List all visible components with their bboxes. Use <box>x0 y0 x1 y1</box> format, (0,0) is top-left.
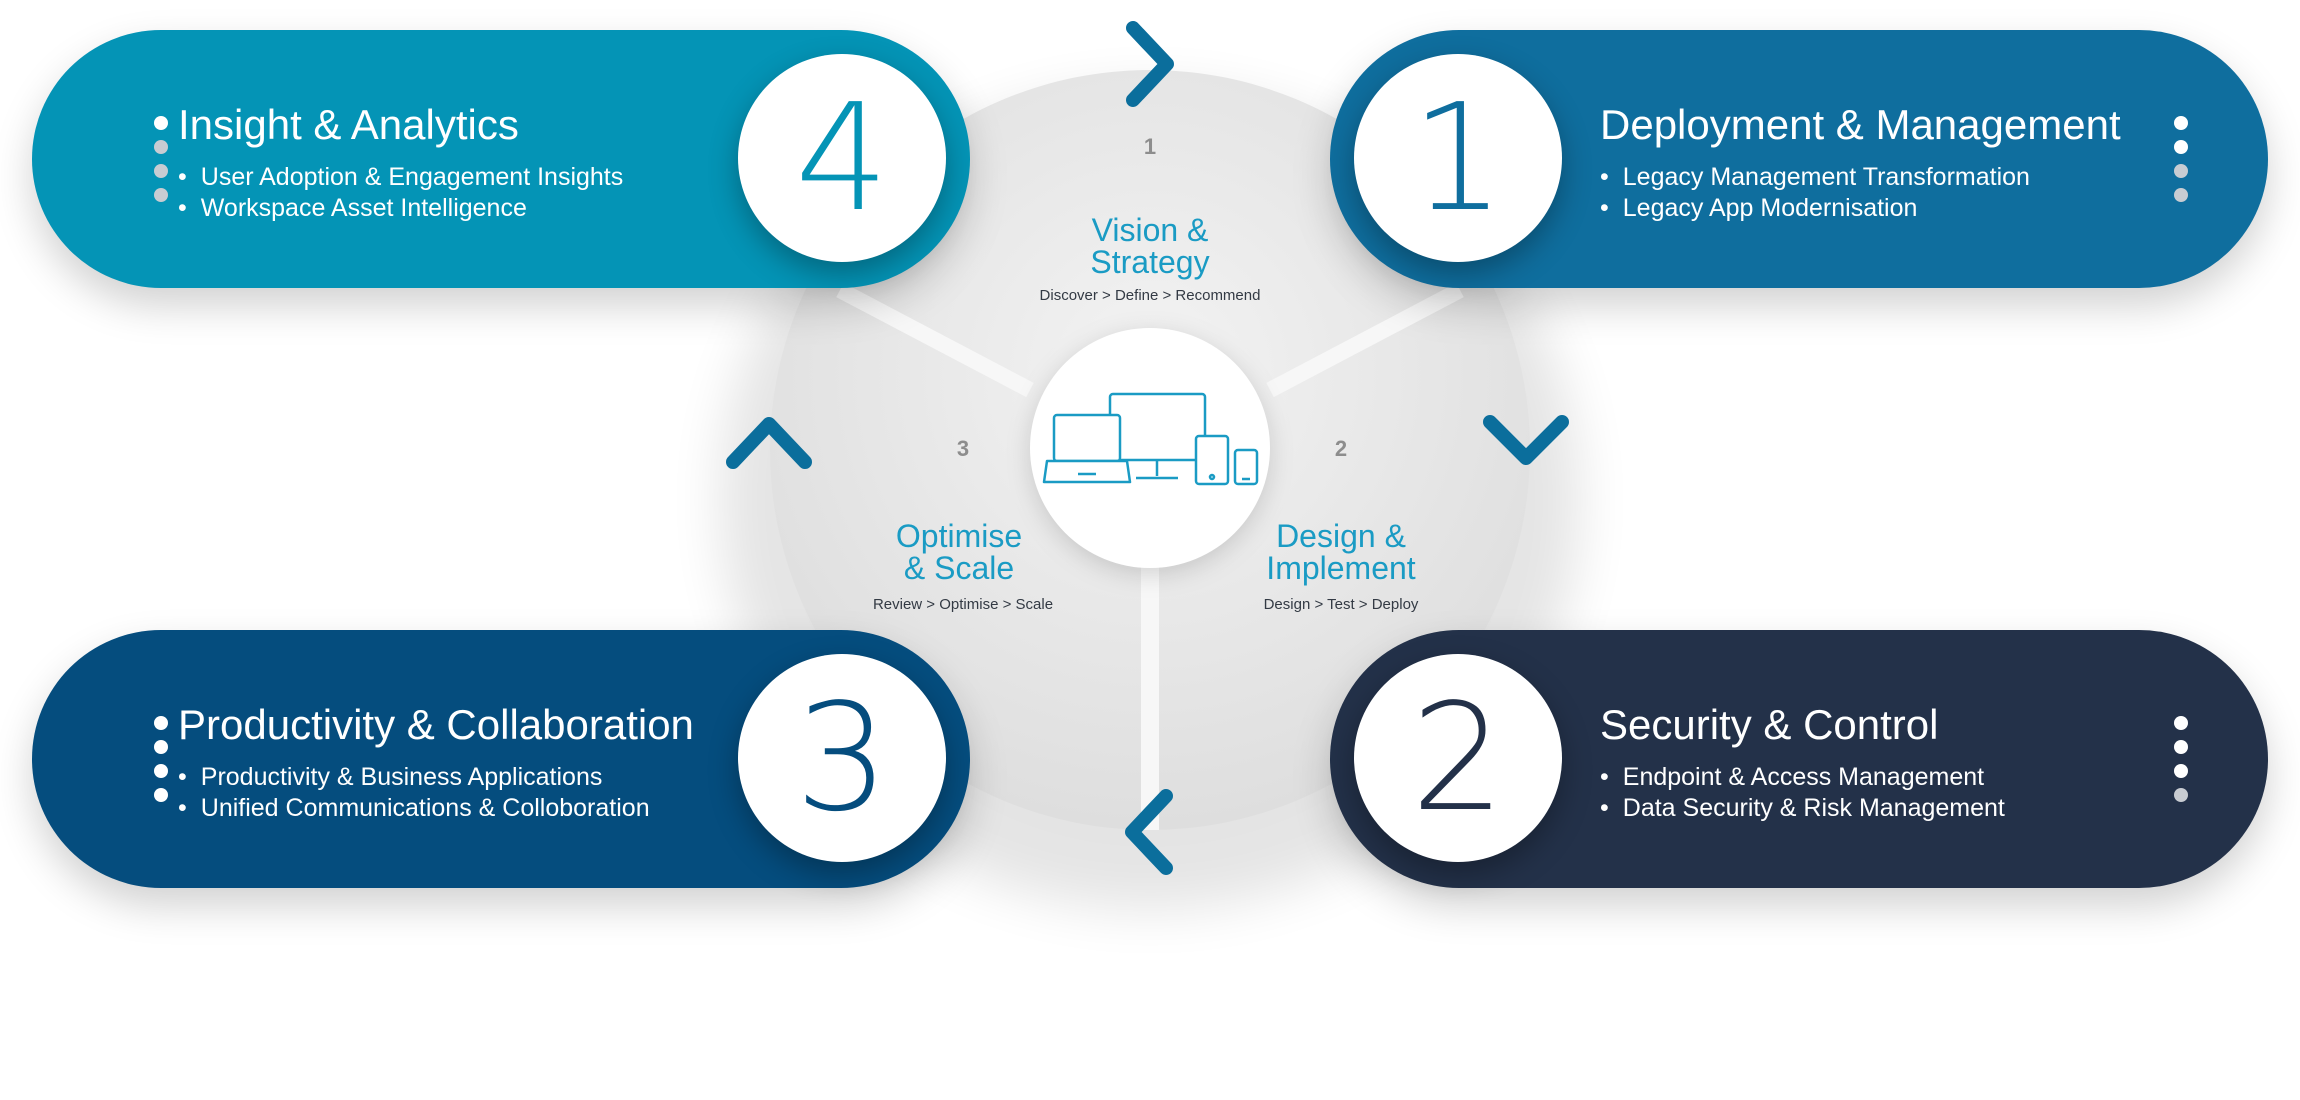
bullet-item: Data Security & Risk Management <box>1600 793 2005 824</box>
dot <box>154 740 168 754</box>
chevron-up-icon <box>726 417 812 469</box>
divider-right <box>1266 282 1464 398</box>
dot-active <box>2174 716 2188 730</box>
dot <box>2174 788 2188 802</box>
bullet-item: Legacy App Modernisation <box>1600 193 2121 224</box>
dot-active <box>2174 116 2188 130</box>
phase-3-steps: Review > Optimise > Scale <box>872 596 1054 613</box>
phase-2-number: 2 <box>1334 436 1348 461</box>
dot <box>2174 740 2188 754</box>
pillar-number: 4 <box>738 54 946 262</box>
pillar-productivity-collaboration: Productivity & Collaboration Productivit… <box>32 630 970 888</box>
pillar-title: Productivity & Collaboration <box>178 701 694 748</box>
page-dots <box>154 116 170 212</box>
dot <box>2174 764 2188 778</box>
pillar-bullets: Productivity & Business Applications Uni… <box>178 762 694 824</box>
devices-icon <box>1042 392 1259 486</box>
phase-2-steps: Design > Test > Deploy <box>1263 596 1419 613</box>
pillar-security-control: 2 Security & Control Endpoint & Access M… <box>1330 630 2268 888</box>
dot <box>154 788 168 802</box>
dot <box>154 188 168 202</box>
pillar-insight-analytics: Insight & Analytics User Adoption & Enga… <box>32 30 970 288</box>
pillar-number: 2 <box>1354 654 1562 862</box>
phase-3-title: Optimise & Scale <box>895 518 1023 586</box>
cycle-arrows <box>726 21 1569 875</box>
bullet-item: User Adoption & Engagement Insights <box>178 162 624 193</box>
phase-1-steps: Discover > Define > Recommend <box>1039 287 1261 304</box>
bullet-item: Legacy Management Transformation <box>1600 162 2121 193</box>
dot-active <box>154 716 168 730</box>
dot <box>154 164 168 178</box>
pillar-bullets: Legacy Management Transformation Legacy … <box>1600 162 2121 224</box>
dot <box>154 764 168 778</box>
dot-active <box>154 116 168 130</box>
pillar-number: 3 <box>738 654 946 862</box>
chevron-right-icon <box>1126 21 1174 107</box>
dot <box>2174 140 2188 154</box>
phase-2-title: Design & Implement <box>1266 518 1416 586</box>
pillar-bullets: Endpoint & Access Management Data Securi… <box>1600 762 2005 824</box>
dot <box>154 140 168 154</box>
pillar-title: Deployment & Management <box>1600 101 2121 148</box>
page-dots <box>2174 116 2190 212</box>
pillar-title: Insight & Analytics <box>178 101 519 148</box>
bullet-item: Workspace Asset Intelligence <box>178 193 623 224</box>
page-dots <box>2174 716 2190 812</box>
pillar-title: Security & Control <box>1600 701 1939 748</box>
phase-1-title: Vision & Strategy <box>1090 212 1210 280</box>
divider-left <box>836 282 1034 398</box>
hub-circle <box>1030 328 1270 568</box>
chevron-left-icon <box>1125 789 1173 875</box>
phase-1-number: 1 <box>1143 134 1157 159</box>
bullet-item: Productivity & Business Applications <box>178 762 694 793</box>
bullet-item: Endpoint & Access Management <box>1600 762 2005 793</box>
bullet-item: Unified Communications & Colloboration <box>178 793 694 824</box>
dot <box>2174 188 2188 202</box>
page-dots <box>154 716 170 812</box>
chevron-down-icon <box>1483 415 1569 465</box>
phase-3-number: 3 <box>956 436 970 461</box>
pillar-deployment-management: 1 Deployment & Management Legacy Managem… <box>1330 30 2268 288</box>
dot <box>2174 164 2188 178</box>
pillar-number: 1 <box>1354 54 1562 262</box>
pillar-bullets: User Adoption & Engagement Insights Work… <box>178 162 624 224</box>
